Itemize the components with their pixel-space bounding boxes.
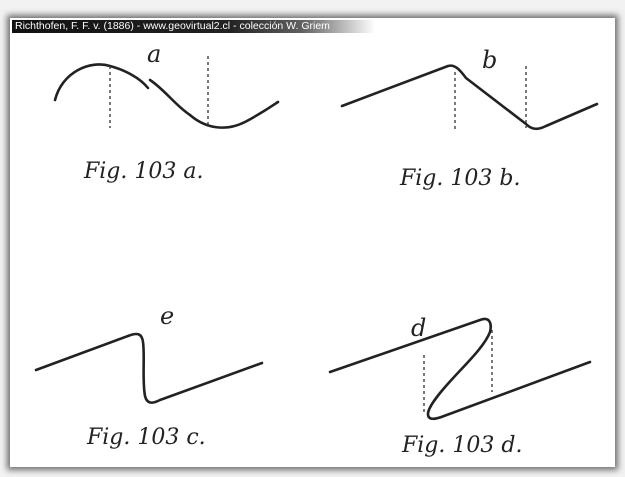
fold-curve-c (36, 334, 262, 403)
figure-letter-d: d (411, 314, 426, 342)
figure-letter-b: b (482, 46, 497, 74)
fold-curve-d (330, 319, 590, 419)
fold-curve-a-left (55, 64, 148, 100)
fold-curve-b (342, 66, 597, 129)
figure-letter-a: a (147, 40, 161, 68)
figure-caption-b: Fig. 103 b. (400, 166, 520, 191)
figure-letter-c: e (160, 302, 174, 330)
figure-caption-c: Fig. 103 c. (87, 425, 206, 450)
figure-caption-d: Fig. 103 d. (402, 433, 522, 458)
figure-caption-a: Fig. 103 a. (84, 159, 203, 184)
fold-curve-a-right (150, 80, 278, 128)
